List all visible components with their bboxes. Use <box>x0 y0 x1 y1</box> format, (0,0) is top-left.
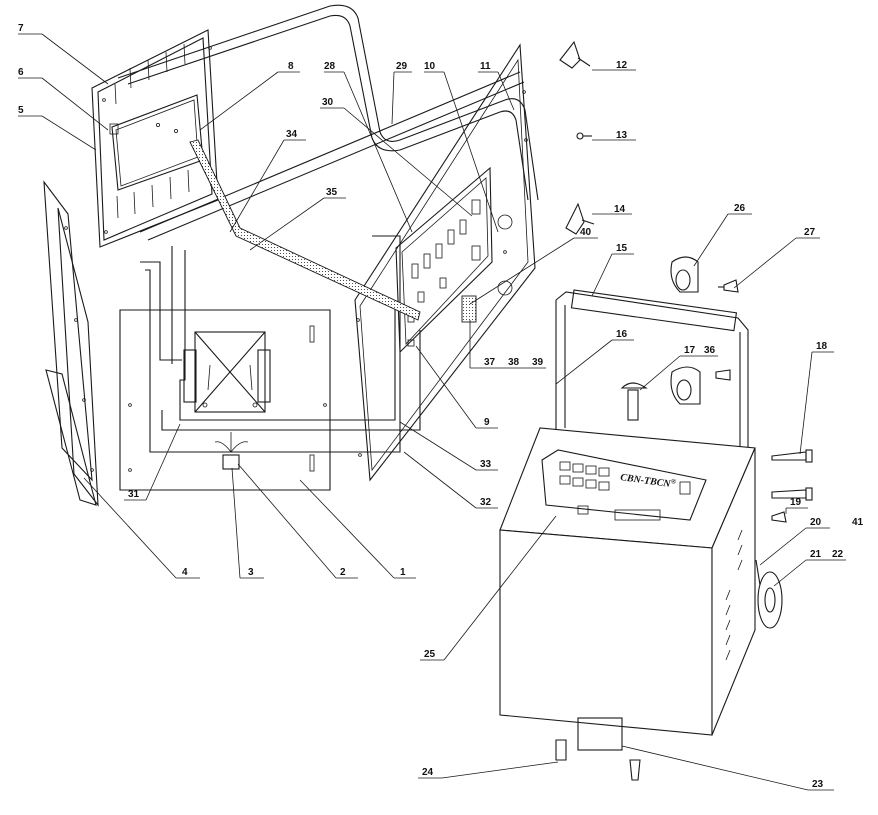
clamp-part-14 <box>565 202 595 235</box>
callout-9: 9 <box>484 417 490 428</box>
callout-7: 7 <box>18 23 24 34</box>
callout-25: 25 <box>424 649 436 660</box>
callout-11: 11 <box>480 61 491 72</box>
connector-part-26 <box>670 256 699 293</box>
callout-5: 5 <box>18 105 24 116</box>
callout-24: 24 <box>422 767 434 778</box>
callout-37: 37 <box>484 357 496 368</box>
socket-part-36 <box>670 366 731 405</box>
callout-29: 29 <box>396 61 408 72</box>
callout-30: 30 <box>322 97 334 108</box>
callout-6: 6 <box>18 67 24 78</box>
bolt-part-18 <box>771 449 813 463</box>
clamp-part-12 <box>559 40 591 69</box>
callout-26: 26 <box>734 203 746 214</box>
callout-36: 36 <box>704 345 716 356</box>
callout-10: 10 <box>424 61 436 72</box>
braided-cable-part <box>189 139 421 321</box>
callout-20: 20 <box>810 517 822 528</box>
wheel-part <box>755 559 783 629</box>
callout-3: 3 <box>248 567 254 578</box>
base-plate-part <box>119 235 421 491</box>
top-cover-frame-part <box>117 4 539 241</box>
callout-34: 34 <box>286 129 298 140</box>
callout-21: 21 <box>810 549 822 560</box>
callout-28: 28 <box>324 61 336 72</box>
callout-8: 8 <box>288 61 294 72</box>
callout-12: 12 <box>616 60 628 71</box>
callout-13: 13 <box>616 130 628 141</box>
callout-labels: 7 6 5 8 28 29 10 11 12 30 34 13 35 14 26… <box>18 23 864 790</box>
callout-32: 32 <box>480 497 492 508</box>
plug-part-13 <box>576 132 592 140</box>
circuit-board-part <box>395 166 493 354</box>
knob-part-17 <box>620 382 648 421</box>
left-panel-part <box>43 180 99 507</box>
callout-19: 19 <box>790 497 802 508</box>
callout-18: 18 <box>816 341 828 352</box>
callout-38: 38 <box>508 357 520 368</box>
screw-part-27 <box>718 279 739 293</box>
side-panel-part <box>354 43 536 482</box>
leader-lines <box>18 33 846 791</box>
rear-panel-part <box>91 29 219 248</box>
callout-17: 17 <box>684 345 696 356</box>
handle-frame-part <box>555 289 749 455</box>
callout-22: 22 <box>832 549 844 560</box>
callout-41: 41 <box>852 517 864 528</box>
main-cabinet-part: CBN-TBCN® <box>499 427 756 781</box>
callout-1: 1 <box>400 567 406 578</box>
callout-33: 33 <box>480 459 492 470</box>
callout-14: 14 <box>614 204 626 215</box>
callout-15: 15 <box>616 243 628 254</box>
callout-16: 16 <box>616 329 628 340</box>
brand-mark: ® <box>670 477 677 486</box>
callout-27: 27 <box>804 227 816 238</box>
callout-2: 2 <box>340 567 346 578</box>
callout-4: 4 <box>182 567 188 578</box>
callout-35: 35 <box>326 187 338 198</box>
callout-31: 31 <box>128 489 140 500</box>
callout-40: 40 <box>580 227 592 238</box>
callout-23: 23 <box>812 779 824 790</box>
bolt-part-19 <box>771 487 813 523</box>
callout-39: 39 <box>532 357 544 368</box>
